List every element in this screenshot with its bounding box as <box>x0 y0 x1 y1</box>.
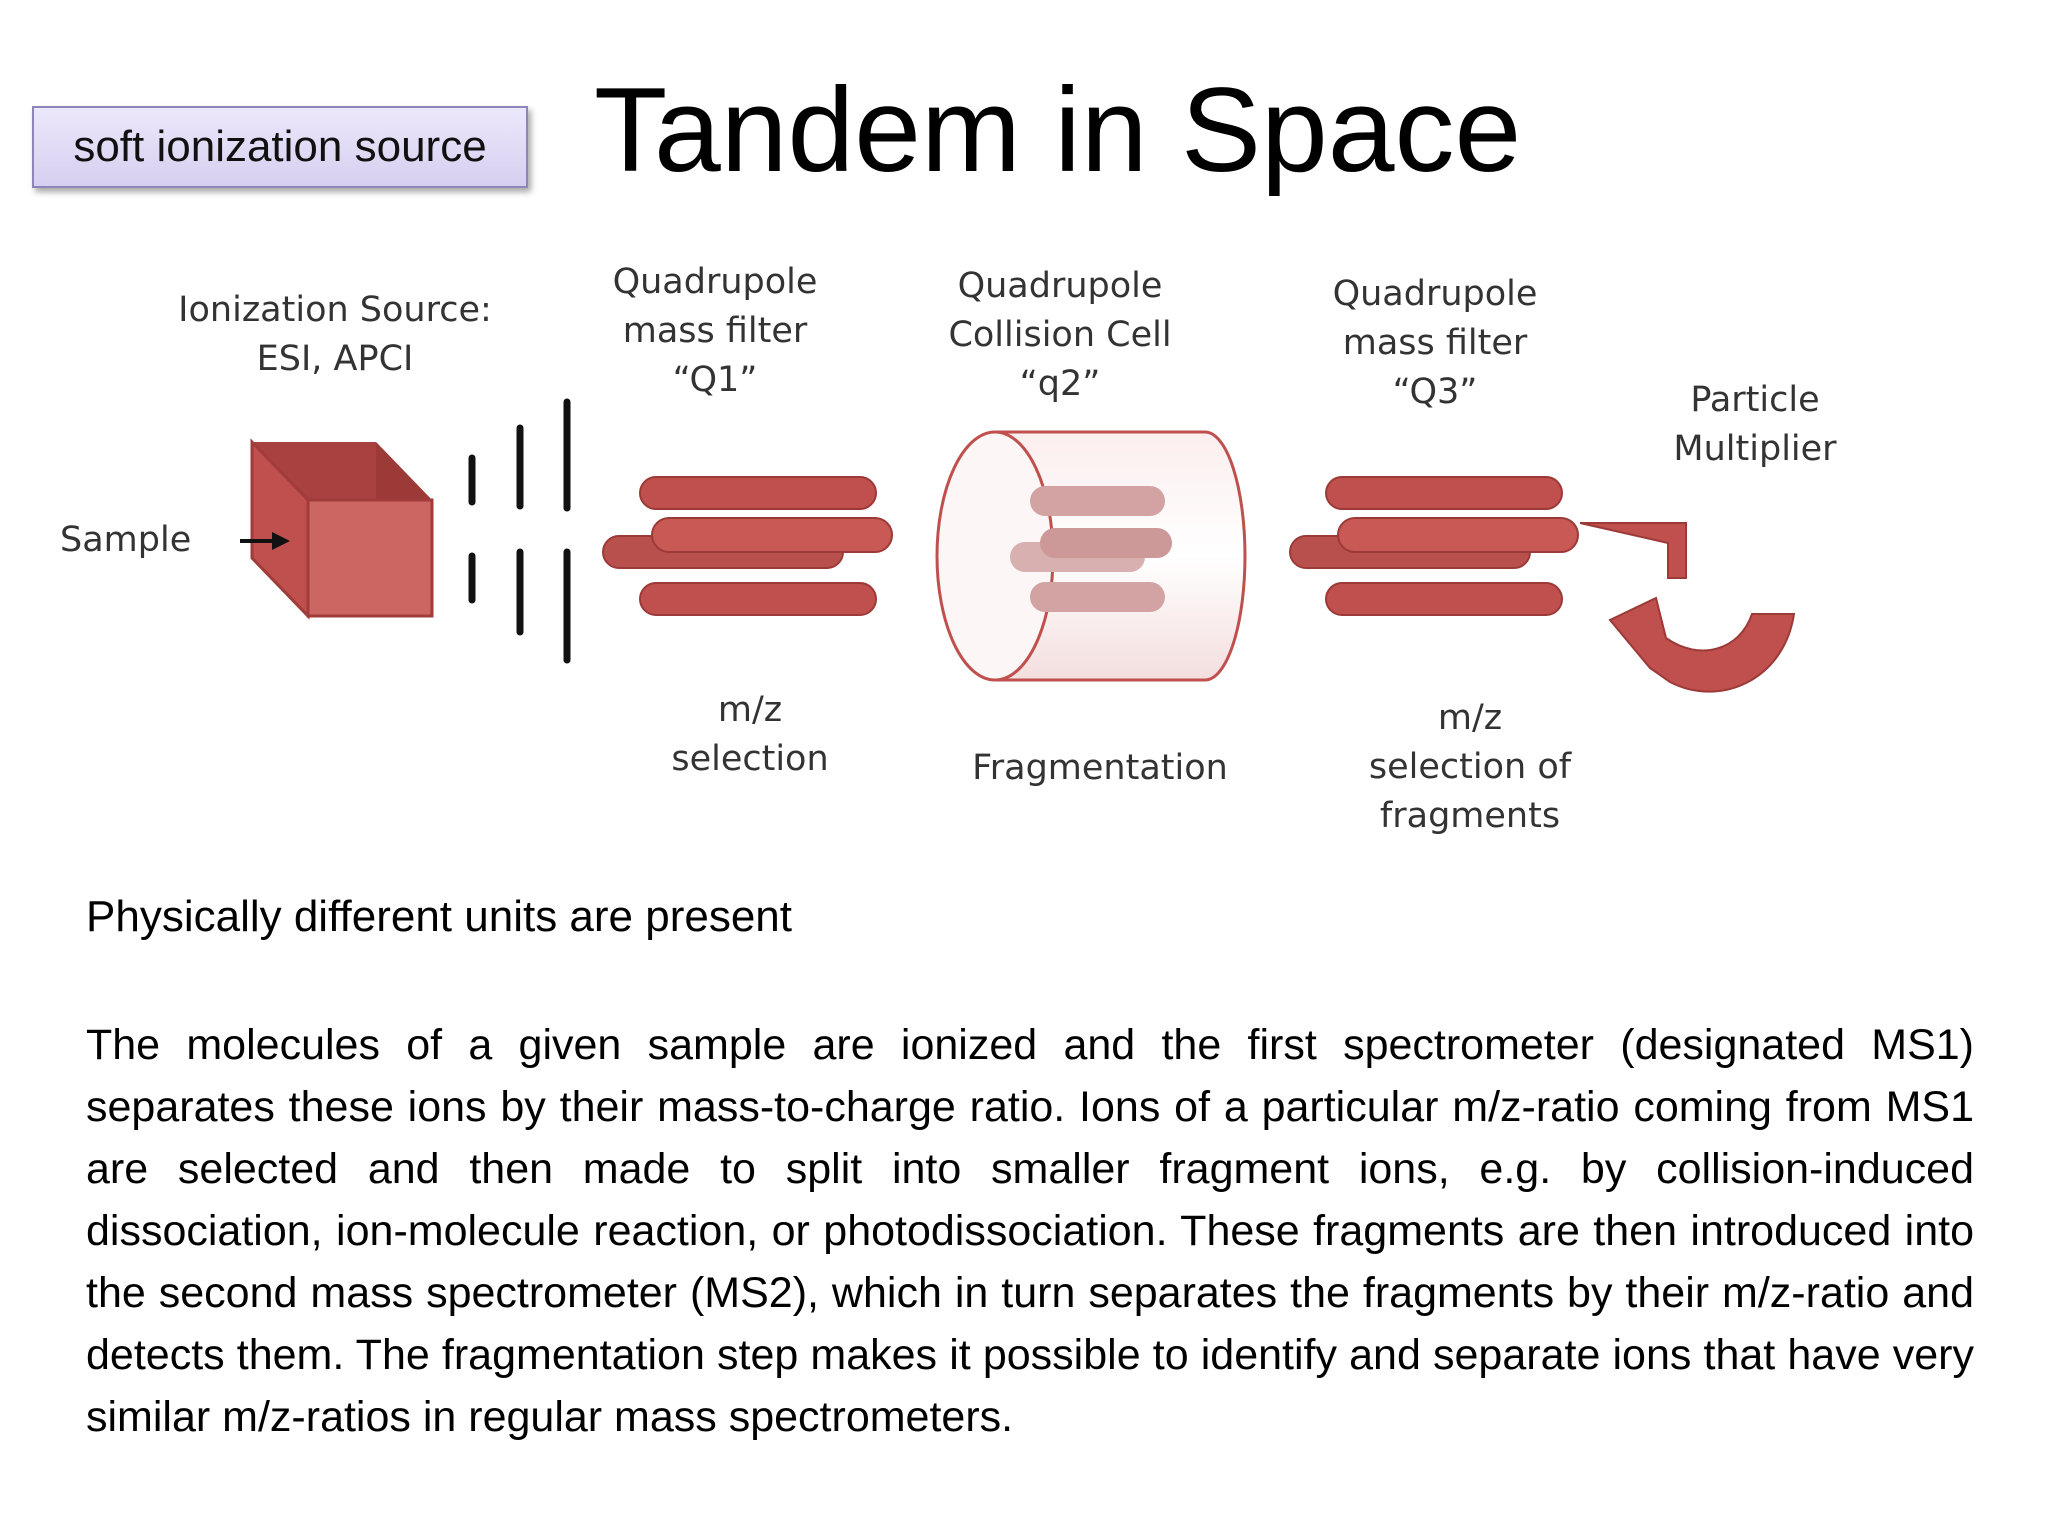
sample-label: Sample <box>60 520 192 560</box>
q3-caption: m/z selection of fragments <box>1368 698 1572 836</box>
soft-ionization-source-tag: soft ionization source <box>32 106 528 188</box>
particle-multiplier-icon <box>1579 522 1796 693</box>
page-title: Tandem in Space <box>594 63 1522 197</box>
sample-arrow-icon <box>240 532 290 550</box>
q2-caption: Fragmentation <box>972 748 1228 788</box>
q3-quadrupole-rods <box>1289 476 1579 616</box>
diagram-graphics <box>240 398 1796 693</box>
ion-source-label: Ionization Source: ESI, APCI <box>178 290 492 379</box>
ion-lenses <box>468 398 571 664</box>
detector-label: Particle Multiplier <box>1673 380 1837 469</box>
body-paragraph: The molecules of a given sample are ioni… <box>86 1021 1974 1441</box>
tandem-ms-diagram: Ionization Source: ESI, APCI Sample Quad… <box>0 230 2048 870</box>
q2-collision-cell <box>935 430 1247 682</box>
sample-cube-icon <box>250 438 434 620</box>
q1-label: Quadrupole mass filter “Q1” <box>612 262 818 400</box>
q2-label: Quadrupole Collision Cell “q2” <box>948 266 1172 404</box>
q1-caption: m/z selection <box>671 690 829 779</box>
q3-label: Quadrupole mass filter “Q3” <box>1332 274 1538 412</box>
q1-quadrupole-rods <box>602 476 893 616</box>
subtitle: Physically different units are present <box>86 892 792 941</box>
